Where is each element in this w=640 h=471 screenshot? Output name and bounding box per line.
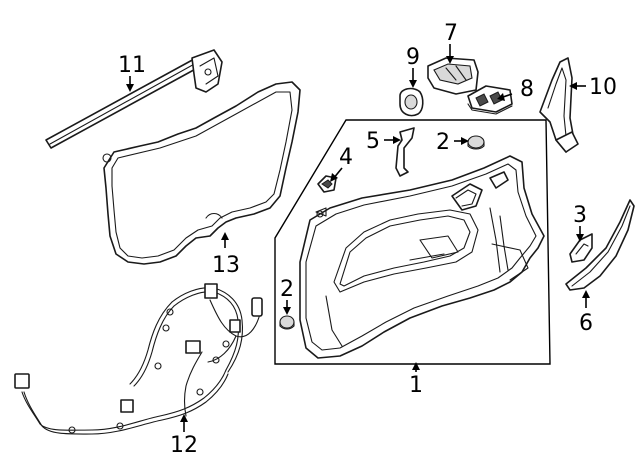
callout-13: 13 [212,253,240,278]
part-10-pillar-trim[interactable] [539,57,579,153]
callout-2-lower: 2 [280,277,294,302]
callout-12: 12 [170,433,198,458]
callout-8: 8 [520,77,534,102]
callout-11: 11 [118,53,146,78]
callout-5: 5 [366,129,380,154]
callout-4: 4 [339,145,353,170]
callout-2-upper: 2 [436,130,450,155]
part-11-belt-weatherstrip[interactable] [45,49,223,149]
callout-9: 9 [406,45,420,70]
part-13-water-deflector[interactable] [102,81,301,265]
part-2-fastener-lower[interactable] [279,315,295,330]
part-1-door-trim-panel[interactable] [299,155,545,359]
callout-3: 3 [573,203,587,228]
part-9-speaker-grille[interactable] [399,87,424,117]
leader-lines [126,44,590,432]
part-7-switch-bezel[interactable] [427,57,479,95]
callout-1: 1 [409,373,423,398]
part-2-fastener-upper[interactable] [467,135,485,150]
part-6-pull-handle-trim[interactable] [565,199,635,291]
callout-6: 6 [579,311,593,336]
callout-7: 7 [444,21,458,46]
part-5-bracket[interactable] [395,127,415,177]
part-1-assembly-frame [274,119,551,365]
part-12-wiring-harness[interactable] [14,283,263,435]
callout-10: 10 [589,75,617,100]
part-8-window-switch[interactable] [467,85,513,115]
